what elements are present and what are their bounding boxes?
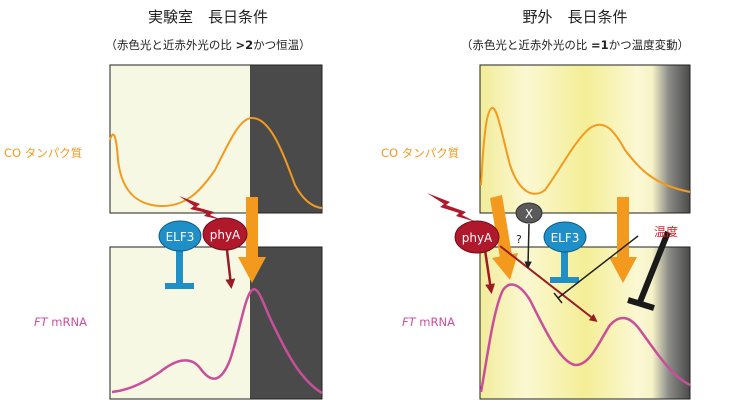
left-phya-label: phyA <box>210 228 241 242</box>
right-phya-label: phyA <box>462 231 493 245</box>
right-elf3-label: ELF3 <box>551 231 580 245</box>
right-phya-node <box>454 220 500 254</box>
right-co-background <box>480 65 690 213</box>
right-question-mark: ? <box>516 233 522 246</box>
left-ft-label: FT mRNA <box>34 315 87 329</box>
right-co-to-ft-arrow-evening <box>609 197 637 283</box>
left-elf3-node <box>158 220 202 252</box>
left-ft-curve <box>111 288 323 395</box>
left-phya-node <box>202 217 248 251</box>
right-temperature-label: 温度 <box>654 224 678 239</box>
right-co-to-ft-arrow-morning <box>490 195 518 280</box>
left-elf3-inhibition <box>165 250 194 289</box>
right-co-curve <box>480 107 691 195</box>
left-co-night-region <box>250 65 322 213</box>
right-co-label: CO タンパク質 <box>381 146 459 160</box>
right-ft-label: FT mRNA <box>402 315 455 329</box>
right-elf3-node <box>543 221 587 253</box>
right-elf3-inhibition <box>550 250 579 283</box>
right-phya-arrow-long <box>499 245 598 322</box>
left-co-day-region <box>110 65 250 213</box>
right-ft-curve <box>479 283 691 393</box>
left-ft-night-region <box>250 247 322 399</box>
left-elf3-label: ELF3 <box>166 230 195 244</box>
left-co-curve <box>109 116 323 209</box>
left-co-label: CO タンパク質 <box>4 146 82 160</box>
right-temperature-inhibition-thin <box>553 235 639 304</box>
left-title: 実験室 長日条件 <box>148 8 268 26</box>
right-co-box <box>479 64 691 214</box>
left-co-to-ft-arrow <box>238 197 266 283</box>
right-x-node <box>515 202 543 224</box>
right-x-arrow <box>524 223 532 269</box>
right-x-label: X <box>525 207 533 221</box>
left-phya-arrow <box>225 249 236 289</box>
right-subtitle: （赤色光と近赤外光の比 =1かつ温度変動） <box>461 38 689 52</box>
left-light-bolt-icon <box>179 196 222 220</box>
left-panel: 実験室 長日条件 （赤色光と近赤外光の比 >2かつ恒温） CO タンパク質 FT… <box>4 8 323 400</box>
right-temperature-inhibition-thick <box>627 230 671 311</box>
right-panel: 野外 長日条件 （赤色光と近赤外光の比 =1かつ温度変動） CO タンパク質 F… <box>381 8 691 400</box>
right-ft-box <box>479 246 691 400</box>
right-title: 野外 長日条件 <box>522 8 627 26</box>
left-subtitle: （赤色光と近赤外光の比 >2かつ恒温） <box>105 38 310 52</box>
right-phya-arrow-short <box>483 249 496 294</box>
right-light-bolt-icon <box>427 193 476 222</box>
